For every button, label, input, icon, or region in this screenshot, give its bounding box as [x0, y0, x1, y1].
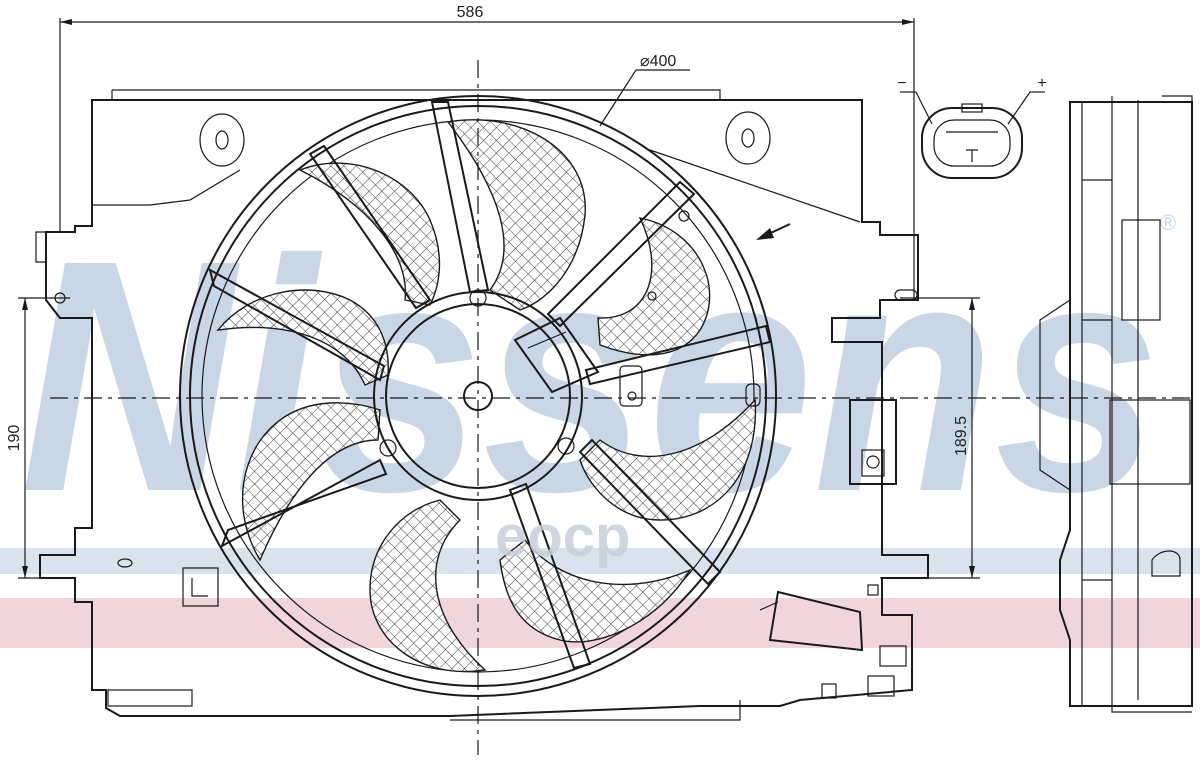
side-view	[1039, 95, 1193, 713]
fan-blade	[597, 217, 711, 356]
fan-blade	[241, 402, 381, 562]
fan-spokes	[208, 101, 772, 670]
fan-shroud	[35, 89, 929, 721]
fan-blade	[298, 162, 441, 306]
electrical-connector: − +	[897, 75, 1047, 179]
dimension-height-right-label: 189.5	[953, 416, 970, 456]
dimension-width: 586	[59, 4, 915, 300]
watermark-registered: ®	[1160, 210, 1176, 235]
connector-plus-label: +	[1037, 75, 1046, 92]
fan-blade	[216, 289, 389, 386]
fan-blade	[446, 119, 586, 311]
dimension-diameter: ⌀400	[599, 53, 690, 127]
dimension-diameter-label: ⌀400	[640, 53, 676, 70]
connector-minus-label: −	[897, 75, 906, 92]
dimension-height-left-label: 190	[6, 425, 23, 452]
fan-blades	[216, 119, 757, 673]
fan-blade	[499, 539, 692, 643]
dimension-width-label: 586	[457, 4, 484, 21]
watermark-band-blue	[0, 548, 1200, 574]
watermark-overlay: eocp	[495, 504, 630, 569]
fan-blade	[579, 398, 757, 521]
fan-blade	[369, 499, 487, 673]
